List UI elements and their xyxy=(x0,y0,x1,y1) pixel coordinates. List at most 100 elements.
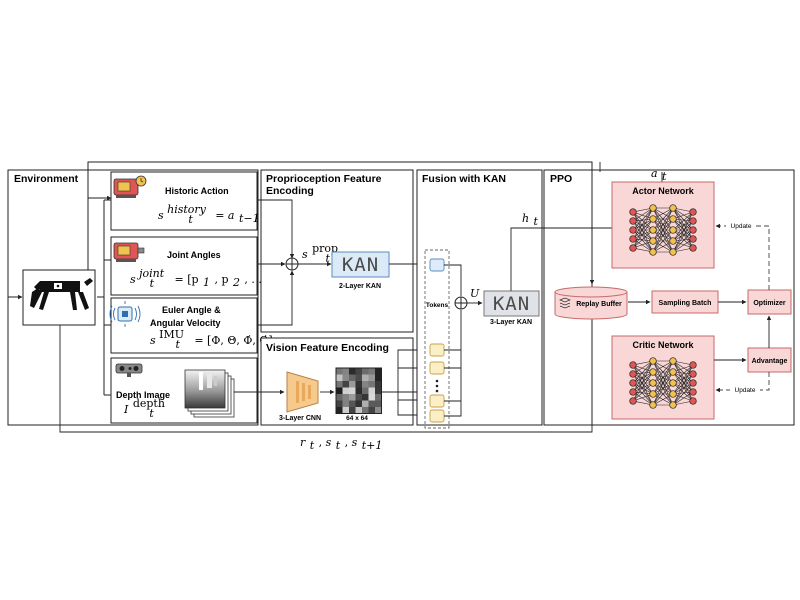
nn-node xyxy=(669,390,677,398)
actor-network-label: Actor Network xyxy=(632,186,695,196)
nn-node xyxy=(669,204,677,212)
robot-dog-icon xyxy=(30,278,93,310)
depth-image-stack xyxy=(184,369,235,418)
nn-node xyxy=(629,208,637,216)
proprio-kan-text: KAN xyxy=(342,254,379,276)
nn-edge xyxy=(632,207,654,231)
sampling-batch-label: Sampling Batch xyxy=(659,300,712,307)
feature-map-cell xyxy=(375,400,382,407)
nn-edge xyxy=(672,373,694,395)
critic-network-label: Critic Network xyxy=(632,340,694,350)
nn-edge xyxy=(652,229,674,253)
imu-box xyxy=(110,297,258,354)
feature-map-cell xyxy=(336,394,343,401)
feature-map-cell xyxy=(342,400,349,407)
nn-node xyxy=(649,237,657,245)
nn-edge xyxy=(672,220,694,231)
nn-edge xyxy=(672,211,694,231)
feature-map-cell xyxy=(368,387,375,394)
nn-edge xyxy=(632,211,654,242)
nn-edge xyxy=(672,229,694,253)
proprioception-panel: Proprioception Feature Encoding s prop t… xyxy=(257,169,431,333)
nn-edge xyxy=(672,229,694,242)
nn-edge xyxy=(652,207,674,220)
proprio-token xyxy=(429,258,445,272)
nn-node xyxy=(629,388,637,396)
environment-title: Environment xyxy=(14,173,79,185)
vision-token xyxy=(429,361,445,375)
proprio-kan-caption: 2-Layer KAN xyxy=(339,283,381,290)
feature-map-cell xyxy=(355,387,362,394)
nn-edge xyxy=(632,373,654,395)
nn-node xyxy=(669,215,677,223)
nn-node xyxy=(649,368,657,376)
nn-node xyxy=(669,357,677,365)
feature-map-cell xyxy=(342,368,349,375)
nn-node xyxy=(629,217,637,225)
feature-map-cell xyxy=(362,407,369,414)
feature-map-cell xyxy=(349,387,356,394)
feature-map-border xyxy=(335,367,382,414)
nn-edge xyxy=(672,211,694,253)
nn-edge xyxy=(672,364,694,406)
transition-loop: r t , s t , s t+1 xyxy=(59,325,593,452)
feature-map-cell xyxy=(368,400,375,407)
advantage-box xyxy=(747,347,792,373)
nn-node xyxy=(689,370,697,378)
nn-edge xyxy=(652,360,674,395)
historic-action-label: Historic Action xyxy=(165,186,229,196)
nn-edge xyxy=(632,211,654,231)
proprio-title-line1: Proprioception Feature xyxy=(266,173,382,185)
imu-label-line1: Euler Angle & xyxy=(162,305,221,315)
ppo-panel: PPO a t Actor Network Critic Network Rep… xyxy=(7,162,792,420)
nn-edge xyxy=(672,229,694,240)
nn-node xyxy=(669,248,677,256)
depth-image-formula: I depth t xyxy=(123,394,169,420)
feature-map-cell xyxy=(362,387,369,394)
nn-edge xyxy=(632,220,654,242)
nn-edge xyxy=(632,373,654,384)
nn-edge xyxy=(672,382,694,395)
nn-edge xyxy=(632,360,654,402)
nn-edge xyxy=(632,364,654,384)
nn-edge xyxy=(652,371,674,406)
nn-node xyxy=(629,361,637,369)
nn-edge xyxy=(672,218,694,249)
feature-map-cell xyxy=(342,407,349,414)
vision-token xyxy=(429,394,445,408)
nn-edge xyxy=(632,207,654,222)
nn-node xyxy=(689,208,697,216)
joint-angles-label: Joint Angles xyxy=(167,250,221,260)
feature-map-cell xyxy=(342,394,349,401)
feature-map-cell xyxy=(368,381,375,388)
imu-sensor-icon xyxy=(109,301,141,327)
nn-node xyxy=(629,379,637,387)
feature-map-cell xyxy=(375,381,382,388)
nn-node xyxy=(689,379,697,387)
nn-edge xyxy=(632,371,654,384)
proprio-kan-block xyxy=(331,251,390,278)
feature-map-cell xyxy=(362,381,369,388)
nn-edge xyxy=(632,382,654,393)
fusion-kan-block xyxy=(483,290,540,317)
nn-node xyxy=(629,235,637,243)
feature-map-cell xyxy=(362,400,369,407)
feature-map-cell xyxy=(336,368,343,375)
optimizer-box xyxy=(747,289,792,315)
nn-edge xyxy=(632,371,654,393)
nn-edge xyxy=(652,382,674,406)
feature-map-cell xyxy=(342,387,349,394)
nn-node xyxy=(629,244,637,252)
vision-panel: Vision Feature Encoding 3-Layer CNN 64 x… xyxy=(234,337,430,426)
feature-map-cell xyxy=(362,394,369,401)
nn-edge xyxy=(672,220,694,242)
ppo-title: PPO xyxy=(550,173,572,185)
replay-buffer: Replay Buffer xyxy=(554,286,628,320)
nn-node xyxy=(649,401,657,409)
nn-edge xyxy=(672,364,694,384)
motor-icon xyxy=(113,242,145,262)
nn-edge xyxy=(632,360,654,375)
nn-edge xyxy=(632,218,654,231)
feature-map-cell xyxy=(368,394,375,401)
